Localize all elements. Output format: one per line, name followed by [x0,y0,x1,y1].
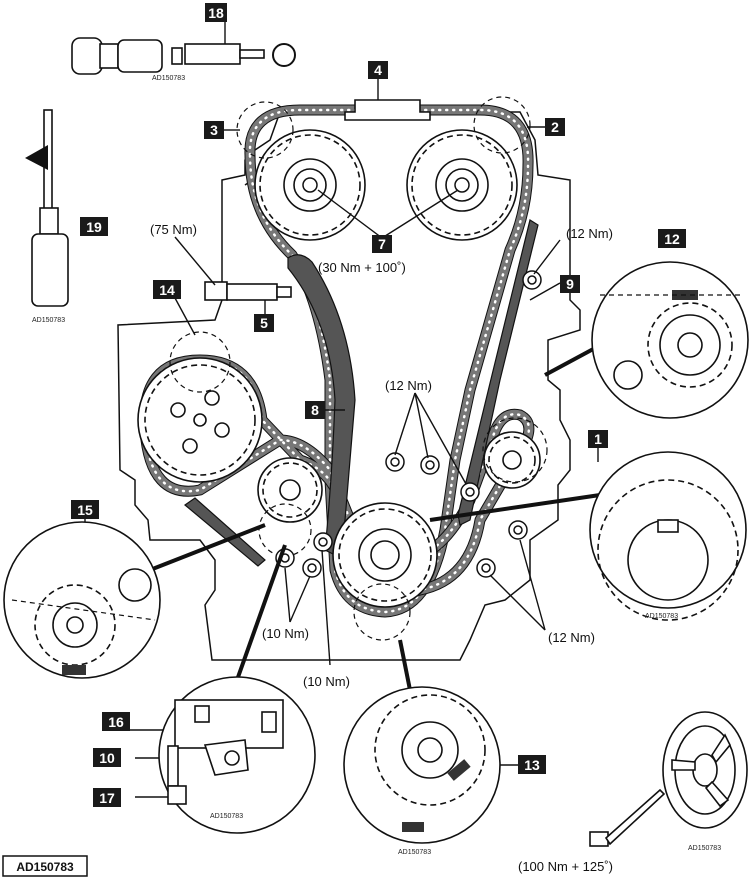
callout-8: 8 [305,401,325,419]
right-camshaft-sprocket [406,129,518,241]
torque-guide-mid-label: (12 Nm) [385,378,432,393]
ref-13: AD150783 [398,849,431,856]
callout-19: 19 [80,217,108,236]
left-camshaft-sprocket [254,129,366,241]
callout-5: 5 [254,314,274,332]
callout-14: 14 [153,280,181,299]
svg-text:12: 12 [664,231,680,247]
detail-19-tool [25,109,69,307]
svg-text:7: 7 [378,236,386,252]
pulley-bolt [589,788,666,847]
svg-text:16: 16 [108,714,124,730]
callout-18: 18 [205,3,227,22]
callout-3: 3 [204,121,224,139]
detail-15-circle [3,521,161,679]
callout-10: 10 [93,748,121,767]
svg-text:9: 9 [566,276,574,292]
balancer-sprocket [137,357,263,483]
svg-text:19: 19 [86,219,102,235]
callout-2: 2 [545,118,565,136]
callout-17: 17 [93,788,121,807]
upper-guide-4 [344,99,431,121]
svg-text:8: 8 [311,402,319,418]
chain-tensioner-5 [204,281,292,301]
crankshaft-sprocket [332,502,438,608]
callout-13: 13 [518,755,546,774]
detail-1-circle [589,451,747,621]
fixed-guide-9 [457,219,539,526]
timing-mark-circle-13 [353,583,411,641]
svg-text:2: 2 [551,119,559,135]
timing-mark-circle-2 [473,96,531,154]
ref-1: AD150783 [645,613,678,620]
ref-18: AD150783 [152,75,185,82]
svg-text:13: 13 [524,757,540,773]
balancer-guide [184,497,266,567]
callout-12: 12 [658,229,686,248]
ref-10: AD150783 [210,813,243,820]
timing-mark-circle-14 [169,331,231,393]
svg-text:14: 14 [159,282,175,298]
right-idler-sprocket [483,431,541,489]
ref-19: AD150783 [32,317,65,324]
svg-text:AD150783: AD150783 [16,860,74,874]
svg-text:3: 3 [210,122,218,138]
callout-16: 16 [102,712,130,731]
figure-id-box: AD150783 [2,855,88,877]
svg-text:1: 1 [594,431,602,447]
svg-text:5: 5 [260,315,268,331]
torque-guide-top-label: (12 Nm) [566,226,613,241]
ref-pulley: AD150783 [688,845,721,852]
detail-13-circle [343,686,501,844]
torque-camshaft-label: (30 Nm + 100˚) [318,260,406,275]
detail-12-circle [591,261,749,419]
svg-text:15: 15 [77,502,93,518]
torque-pulley-label: (100 Nm + 125˚) [518,859,613,874]
callout-4: 4 [368,61,388,79]
torque-tensioner-label: (75 Nm) [150,222,197,237]
svg-text:17: 17 [99,790,115,806]
callout-15: 15 [71,500,99,519]
svg-text:4: 4 [374,62,382,78]
callout-1: 1 [588,430,608,448]
callout-9: 9 [560,275,580,293]
crankshaft-pulley [662,711,748,829]
callout-7: 7 [372,235,392,253]
torque-guide-right-label: (12 Nm) [548,630,595,645]
svg-text:18: 18 [208,5,224,21]
detail-10-circle [158,676,316,834]
detail-18-tensioner-parts [71,22,296,75]
left-idler-sprocket [257,457,323,523]
timing-mark-circle-12 [482,417,548,483]
torque-center-bolt-label: (10 Nm) [303,674,350,689]
timing-mark-circle-3 [236,101,294,159]
torque-left-bolts-label: (10 Nm) [262,626,309,641]
svg-text:10: 10 [99,750,115,766]
